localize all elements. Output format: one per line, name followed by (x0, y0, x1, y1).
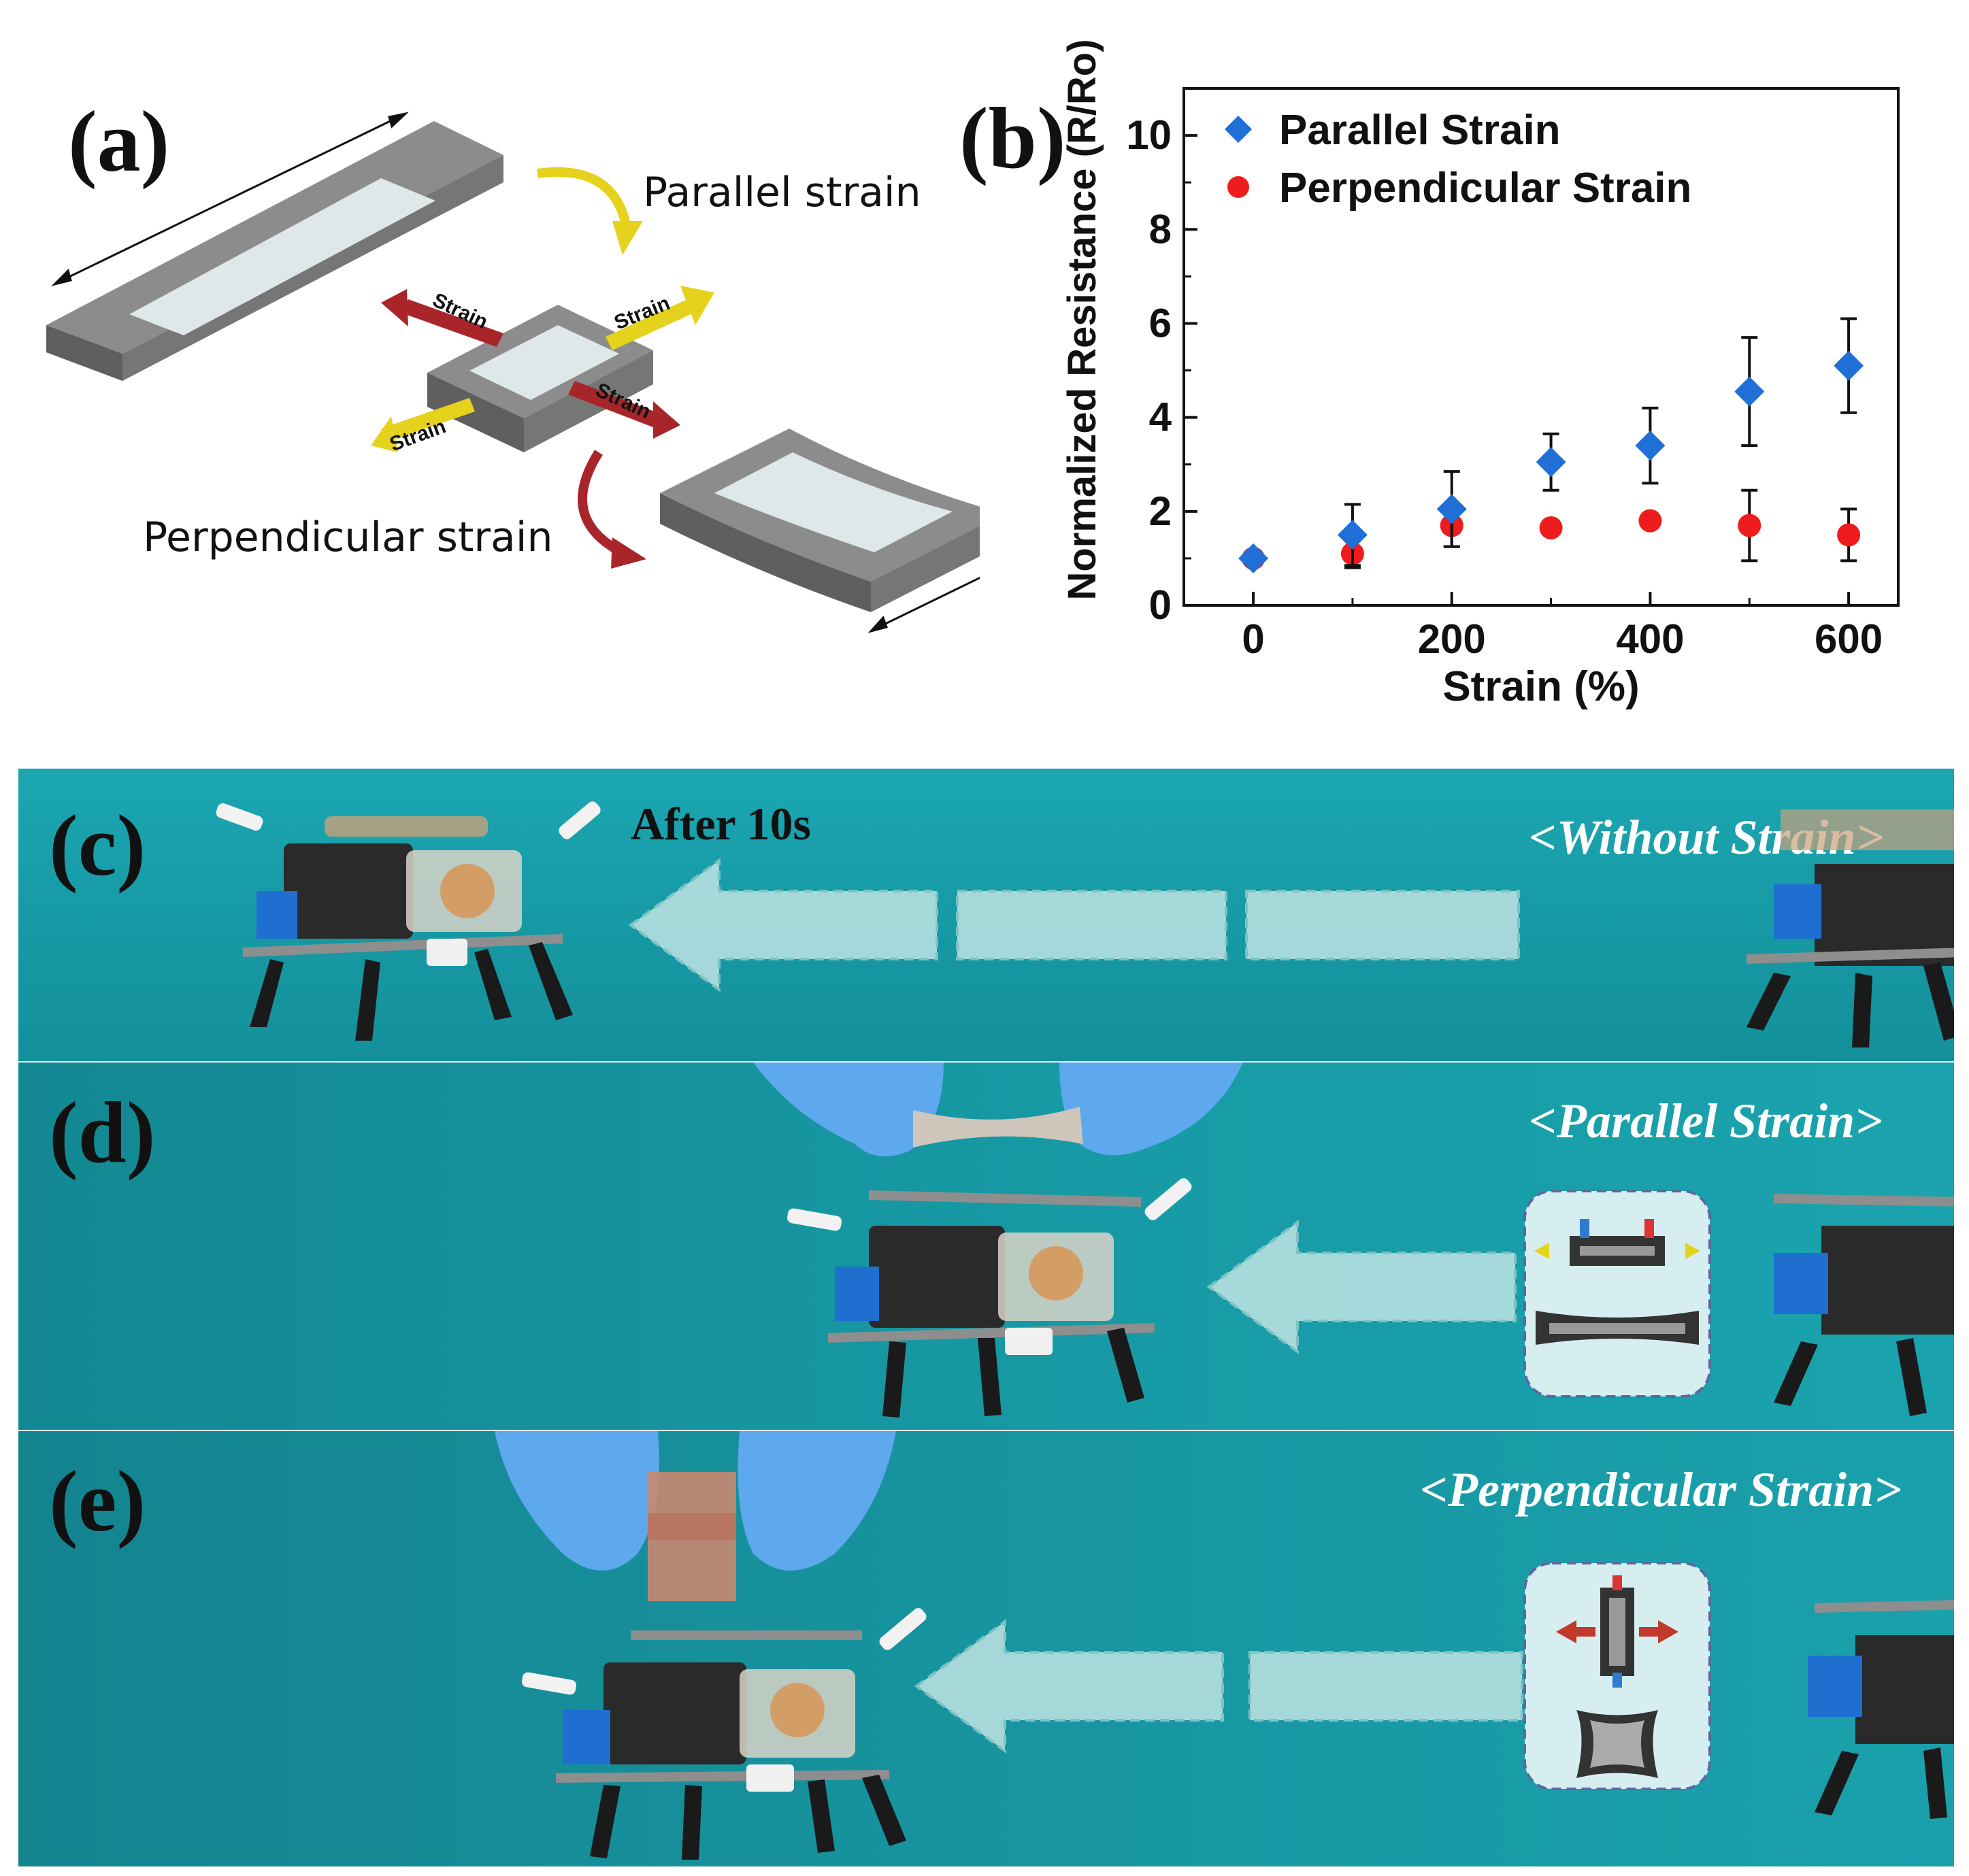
data-point-parallel (1834, 350, 1864, 381)
plot-frame (1182, 87, 1900, 607)
data-point-parallel (1536, 447, 1566, 478)
panel-e: (e) (18, 1431, 1954, 1866)
data-point-parallel (1436, 494, 1467, 524)
data-point-perpendicular (1738, 514, 1761, 537)
parallel-curve-arrow (537, 167, 631, 226)
condition-label-d: <Parallel Strain> (1529, 1094, 1883, 1148)
panel-c: (c) After 10s <Without Strain> (18, 769, 1954, 1061)
inset-perpendicular (1523, 1562, 1711, 1790)
motion-arrow-e (914, 1619, 1523, 1754)
panel-d: (d) <Para (18, 1062, 1954, 1430)
data-point-perpendicular (1638, 509, 1662, 533)
y-tick-label: 6 (1149, 300, 1172, 346)
strain-arrow-yellow-lower (371, 398, 475, 452)
y-tick-label: 0 (1149, 582, 1172, 628)
strain-schematic: Strain Strain Strain Strain (46, 112, 980, 633)
motion-arrow-c (628, 858, 1520, 992)
length-arrow-bottom (867, 576, 980, 633)
panel-c-letter: (c) (49, 797, 146, 894)
robot-c-left (216, 801, 601, 1041)
y-axis-label: Normalized Resistance (R/Ro) (1060, 39, 1104, 600)
x-tick-label: 600 (1815, 616, 1883, 662)
legend-label: Parallel Strain (1279, 107, 1561, 154)
y-tick-label: 10 (1126, 112, 1172, 158)
data-point-perpendicular (1539, 516, 1563, 539)
panel-b-letter: (b) (959, 90, 1066, 186)
y-tick-label: 2 (1149, 488, 1172, 534)
elapsed-caption: After 10s (631, 798, 811, 850)
slab-perpendicular (660, 429, 980, 612)
y-tick-label: 8 (1149, 206, 1172, 252)
data-point-parallel (1734, 376, 1765, 407)
x-axis-label: Strain (%) (1442, 663, 1639, 710)
x-tick-label: 0 (1242, 616, 1264, 662)
inset-parallel (1523, 1190, 1711, 1398)
x-tick-label: 200 (1418, 616, 1486, 662)
y-tick-label: 4 (1149, 395, 1172, 440)
data-point-perpendicular (1837, 523, 1861, 547)
data-point-parallel (1238, 543, 1269, 573)
condition-label-e: <Perpendicular Strain> (1420, 1462, 1902, 1517)
robot-e-right (1808, 1600, 1954, 1819)
motion-arrow-d (1206, 1220, 1517, 1354)
strain-arrow-red-upper (381, 289, 503, 347)
legend-marker-parallel (1225, 116, 1252, 143)
slab-parallel (46, 121, 503, 381)
panel-a: (a) (0, 0, 980, 701)
perpendicular-curve-arrow (578, 450, 622, 556)
gloved-hands-e (495, 1431, 896, 1601)
panel-d-letter: (d) (49, 1084, 156, 1181)
x-tick-label: 400 (1616, 616, 1684, 662)
robot-e (521, 1608, 927, 1860)
panel-e-letter: (e) (49, 1453, 146, 1550)
length-arrow-top (51, 112, 409, 286)
strain-arrow-red-lower (568, 381, 680, 439)
data-point-parallel (1337, 520, 1368, 550)
data-point-parallel (1635, 431, 1666, 461)
perpendicular-strain-label: Perpendicular strain (143, 514, 553, 561)
panel-a-letter: (a) (68, 93, 170, 190)
legend-marker-perpendicular (1227, 176, 1249, 198)
parallel-strain-label: Parallel strain (643, 169, 921, 216)
robot-d (787, 1178, 1192, 1418)
legend-label: Perpendicular Strain (1279, 165, 1691, 212)
gloved-hands-d (753, 1062, 1243, 1156)
strain-arrow-yellow-upper (606, 286, 714, 350)
robot-d-right (1773, 1194, 1954, 1416)
robot-c-right (1746, 809, 1954, 1048)
